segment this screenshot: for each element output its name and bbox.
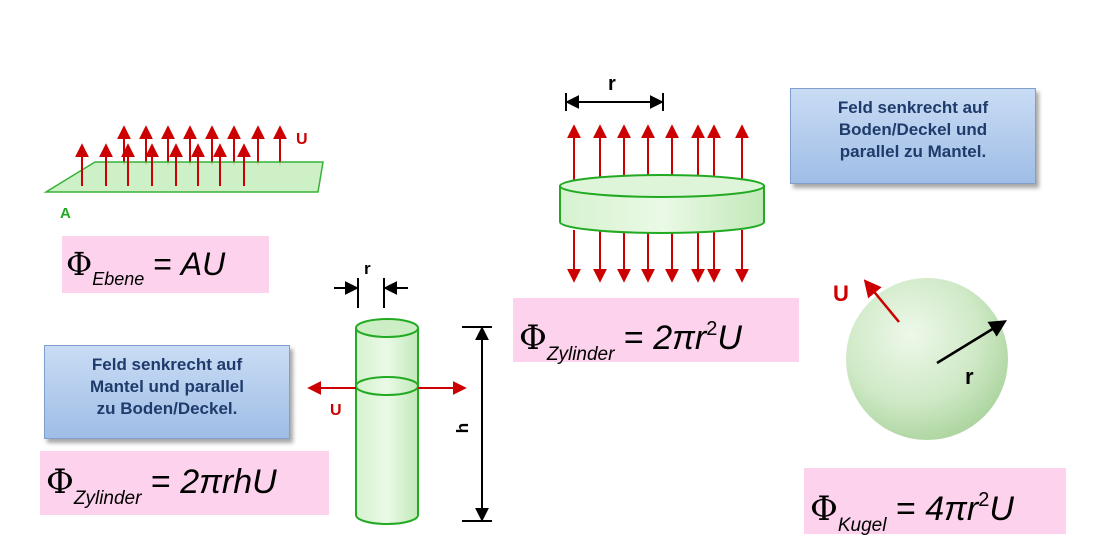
plane-area-label: A [60,205,71,222]
tall-formula: ΦZylinder = 2πrhU [40,451,329,515]
disc-down-arrows [567,230,749,283]
tall-formula-subscript: Zylinder [73,488,142,509]
sphere-field-label: U [833,281,849,306]
disc-note-box: Feld senkrecht auf Boden/Deckel und para… [790,88,1036,184]
tall-note-line-2: Mantel und parallel [90,377,244,396]
sphere-formula-subscript: Kugel [837,515,887,536]
disc-body [559,174,765,234]
tall-height-label: h [453,422,473,434]
plane-back-arrows [117,125,287,165]
disc-note-line-2: Boden/Deckel und [838,120,988,139]
sphere-field-arrow [863,279,900,323]
tall-formula-phi: Φ [46,462,74,502]
disc-note-line-3: parallel zu Mantel. [839,142,987,161]
tall-cylinder-body [355,318,419,525]
tall-radius-dimension [334,278,408,308]
disc-note-line-1: Feld senkrecht auf [837,98,989,117]
disc-formula-phi: Φ [519,318,547,358]
disc-formula-superscript: 2 [706,318,718,340]
sphere [846,278,1008,440]
tall-height-dimension [462,326,492,522]
sphere-formula-superscript: 2 [978,489,990,511]
disc-formula-subscript: Zylinder [546,344,615,365]
disc-radius-dimension [565,93,664,111]
tall-note-line-3: zu Boden/Deckel. [96,399,238,418]
plane-formula-rhs: AU [180,246,226,282]
sphere-formula-rhs-pre: 4πr [925,490,979,528]
disc-up-arrows [567,124,749,180]
disc-group [559,93,765,283]
sphere-formula-phi: Φ [810,489,838,529]
disc-formula-rhs-post: U [717,319,742,357]
plane-formula-phi: Φ [66,245,93,283]
plane-field-label: U [296,131,308,148]
plane-formula: ΦEbene = AU [62,236,269,293]
sphere-group [846,278,1008,440]
disc-formula: ΦZylinder = 2πr2U [513,298,799,365]
tall-field-label: U [330,402,342,419]
sphere-radius-arrow [936,320,1007,365]
sphere-formula: ΦKugel = 4πr2U [804,468,1066,536]
tall-formula-rhs: 2πrhU [180,463,277,501]
plane-group [43,125,324,193]
plane-surface [43,161,324,193]
tall-note-line-1: Feld senkrecht auf [91,355,243,374]
tall-note-box: Feld senkrecht auf Mantel und parallel z… [44,345,290,439]
disc-formula-rhs-pre: 2πr [653,319,707,357]
tall-radius-label: r [364,259,371,278]
plane-formula-subscript: Ebene [92,269,145,289]
sphere-radius-label: r [965,364,974,389]
tall-cylinder-group [307,278,492,525]
disc-radius-label: r [608,73,616,95]
plane-front-arrows [75,143,251,186]
sphere-formula-rhs-post: U [989,490,1014,528]
